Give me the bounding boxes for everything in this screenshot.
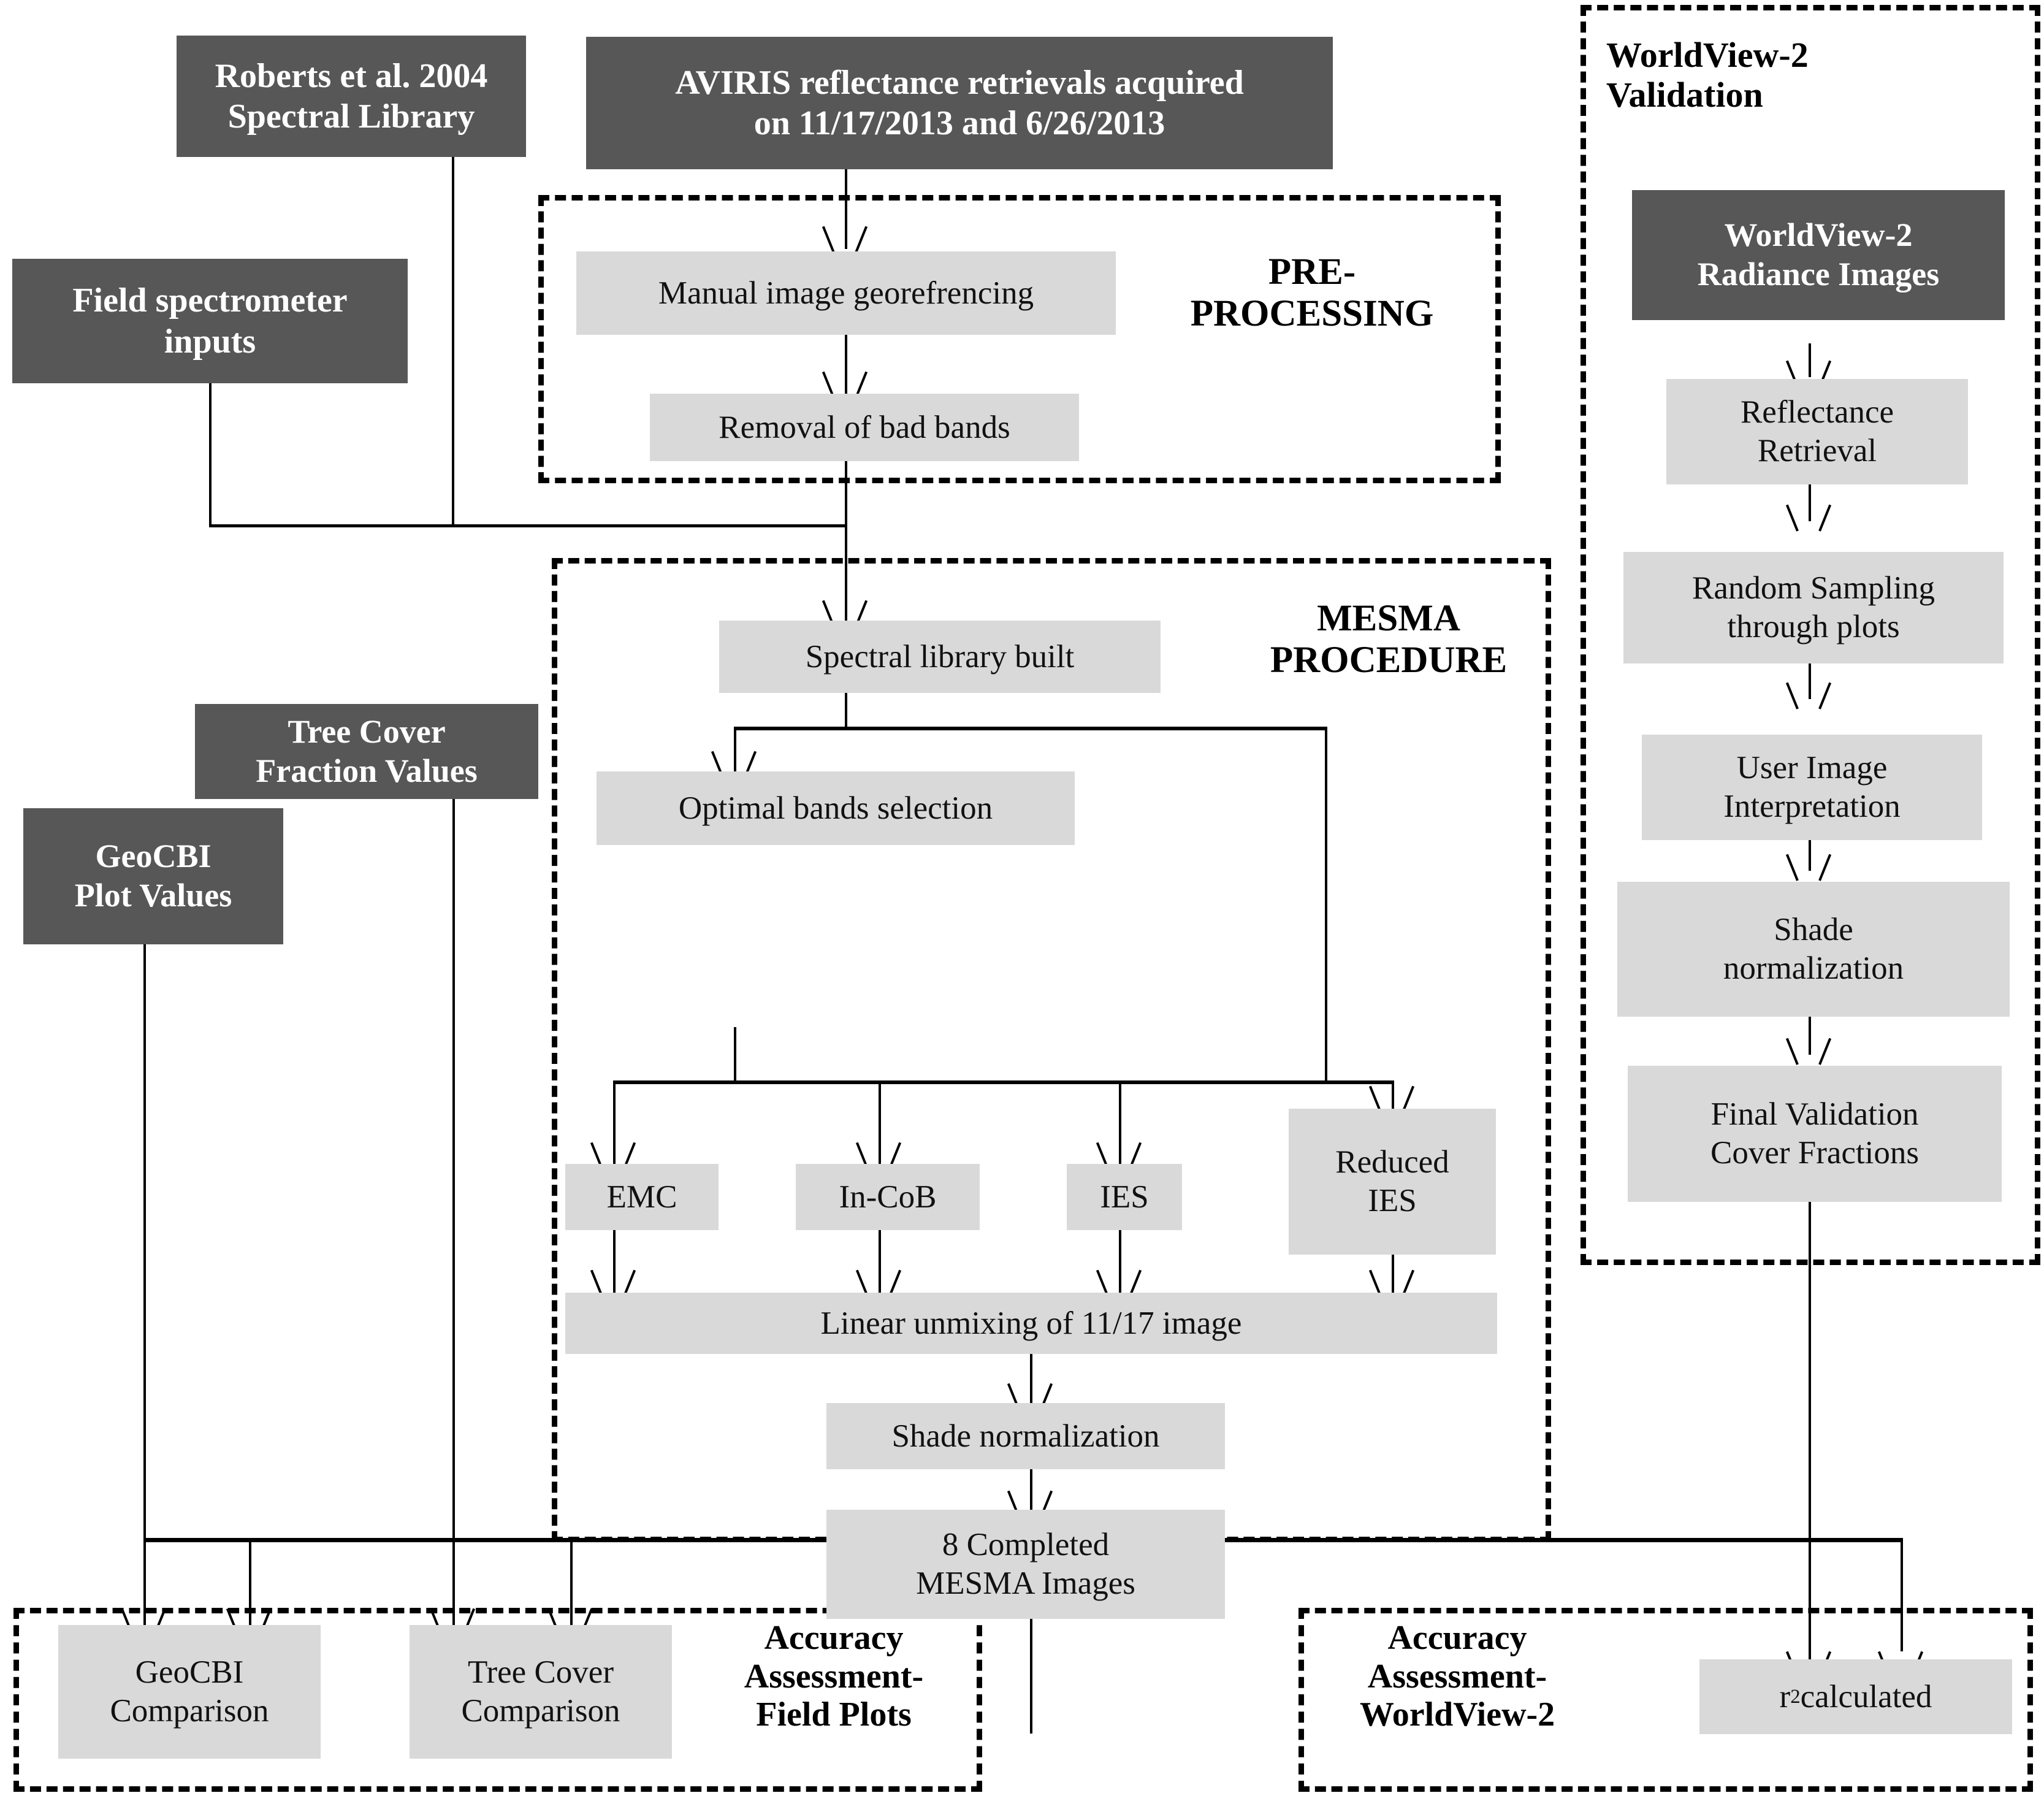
group-mesma-label: MESMA PROCEDURE: [1270, 598, 1508, 681]
method-reduced-ies[interactable]: Reduced IES: [1289, 1109, 1496, 1255]
connector-badbands-down: [845, 460, 847, 622]
connector-bus-to-treecover-comparison-a: [452, 1538, 455, 1630]
connector-fieldspec-down: [209, 383, 212, 526]
connector-emc-to-unmix: [613, 1228, 616, 1299]
connector-speclib-right-branch: [1325, 727, 1327, 1082]
group-accuracy-field: [13, 1608, 982, 1792]
arrowhead-incob-to-unmix: [866, 1268, 891, 1295]
step-spectral-library-built[interactable]: Spectral library built: [719, 621, 1161, 693]
step-completed-mesma-images[interactable]: 8 Completed MESMA Images: [826, 1510, 1225, 1619]
step-linear-unmixing[interactable]: Linear unmixing of 11/17 image: [565, 1293, 1497, 1354]
group-accuracy-wv2-label: Accuracy Assessment- WorldView-2: [1359, 1619, 1555, 1734]
method-incob[interactable]: In-CoB: [796, 1164, 980, 1230]
connector-incob-to-unmix: [879, 1228, 881, 1299]
step-optimal-bands-selection[interactable]: Optimal bands selection: [597, 771, 1075, 845]
wv2-step-reflectance-retrieval[interactable]: Reflectance Retrieval: [1666, 379, 1968, 484]
wv2-step-user-interpretation[interactable]: User Image Interpretation: [1642, 735, 1982, 840]
arrowhead-to-georeferencing: [833, 224, 857, 251]
wv2-step-final-validation[interactable]: Final Validation Cover Fractions: [1628, 1066, 2002, 1202]
arrowhead-to-final-validation: [1796, 1036, 1821, 1063]
connector-optimal-down: [734, 1027, 736, 1082]
connector-drop-incob: [879, 1080, 881, 1166]
group-preprocessing-label: PRE- PROCESSING: [1190, 251, 1434, 335]
connector-treecover-down: [452, 797, 455, 1541]
connector-methods-bus: [613, 1080, 1329, 1084]
step-manual-georeferencing[interactable]: Manual image georefrencing: [576, 251, 1116, 335]
group-accuracy-wv2: [1298, 1608, 2033, 1792]
input-field-spectrometer[interactable]: Field spectrometer inputs: [12, 259, 408, 383]
method-emc[interactable]: EMC: [565, 1164, 719, 1230]
connector-speclib-split-bus: [734, 727, 1327, 730]
wv2-step-shade-normalization[interactable]: Shade normalization: [1617, 882, 2010, 1017]
input-geocbi-plot-values[interactable]: GeoCBI Plot Values: [23, 808, 283, 944]
wv2-step-random-sampling[interactable]: Random Sampling through plots: [1623, 552, 2004, 663]
connector-completed-down: [1030, 1617, 1032, 1734]
connector-unmix-to-shade: [1030, 1352, 1032, 1407]
r2-label-exponent: 2: [1790, 1685, 1801, 1708]
connector-drop-ies: [1119, 1080, 1121, 1166]
arrowhead-to-reduced-ies: [1379, 1084, 1404, 1111]
connector-geocbi-down: [143, 943, 146, 1541]
group-mesma: [552, 558, 1551, 1542]
arrowhead-ies-to-unmix: [1107, 1268, 1131, 1295]
arrowhead-to-wv2-shade: [1796, 852, 1821, 879]
connector-bus-to-treecover-comparison-b: [570, 1538, 573, 1630]
group-accuracy-field-label: Accuracy Assessment- Field Plots: [744, 1619, 924, 1734]
arrowhead-to-badbands: [833, 370, 857, 397]
connector-final-validation-down: [1809, 1202, 1811, 1668]
connector-roberts-down: [452, 157, 454, 525]
connector-merge-bus: [209, 524, 847, 527]
arrowhead-emc-to-unmix: [601, 1268, 625, 1295]
output-geocbi-comparison[interactable]: GeoCBI Comparison: [58, 1625, 321, 1759]
input-roberts-spectral-library[interactable]: Roberts et al. 2004 Spectral Library: [177, 36, 526, 157]
r2-label-suffix: calculated: [1800, 1678, 1932, 1715]
step-shade-normalization[interactable]: Shade normalization: [826, 1403, 1225, 1469]
connector-bus-to-geocbi-comparison-a: [143, 1538, 146, 1630]
input-tree-cover-fraction[interactable]: Tree Cover Fraction Values: [195, 704, 538, 799]
output-tree-cover-comparison[interactable]: Tree Cover Comparison: [410, 1625, 672, 1759]
connector-georef-to-badbands: [845, 334, 847, 396]
connector-bus-to-r2: [1901, 1538, 1903, 1651]
r2-label-prefix: r: [1779, 1678, 1791, 1715]
connector-drop-emc: [613, 1080, 616, 1166]
connector-aviris-down: [845, 169, 847, 249]
group-worldview-label: WorldView-2 Validation: [1606, 35, 1809, 115]
arrowhead-to-random-sampling: [1796, 503, 1821, 530]
connector-reduced-ies-bus-tail: [1325, 1080, 1394, 1084]
connector-speclib-down: [845, 692, 847, 728]
connector-bus-to-geocbi-comparison-b: [249, 1538, 251, 1630]
step-removal-bad-bands[interactable]: Removal of bad bands: [650, 394, 1079, 461]
group-preprocessing: [538, 195, 1501, 483]
connector-ies-to-unmix: [1119, 1228, 1121, 1299]
method-ies[interactable]: IES: [1067, 1164, 1182, 1230]
arrowhead-reducedies-to-unmix: [1379, 1268, 1404, 1295]
connector-wv2shade-to-final: [1809, 1015, 1811, 1055]
input-aviris-reflectance[interactable]: AVIRIS reflectance retrievals acquired o…: [586, 37, 1333, 169]
arrowhead-to-user-interp: [1796, 681, 1821, 708]
input-wv2-radiance-images[interactable]: WorldView-2 Radiance Images: [1632, 190, 2005, 320]
